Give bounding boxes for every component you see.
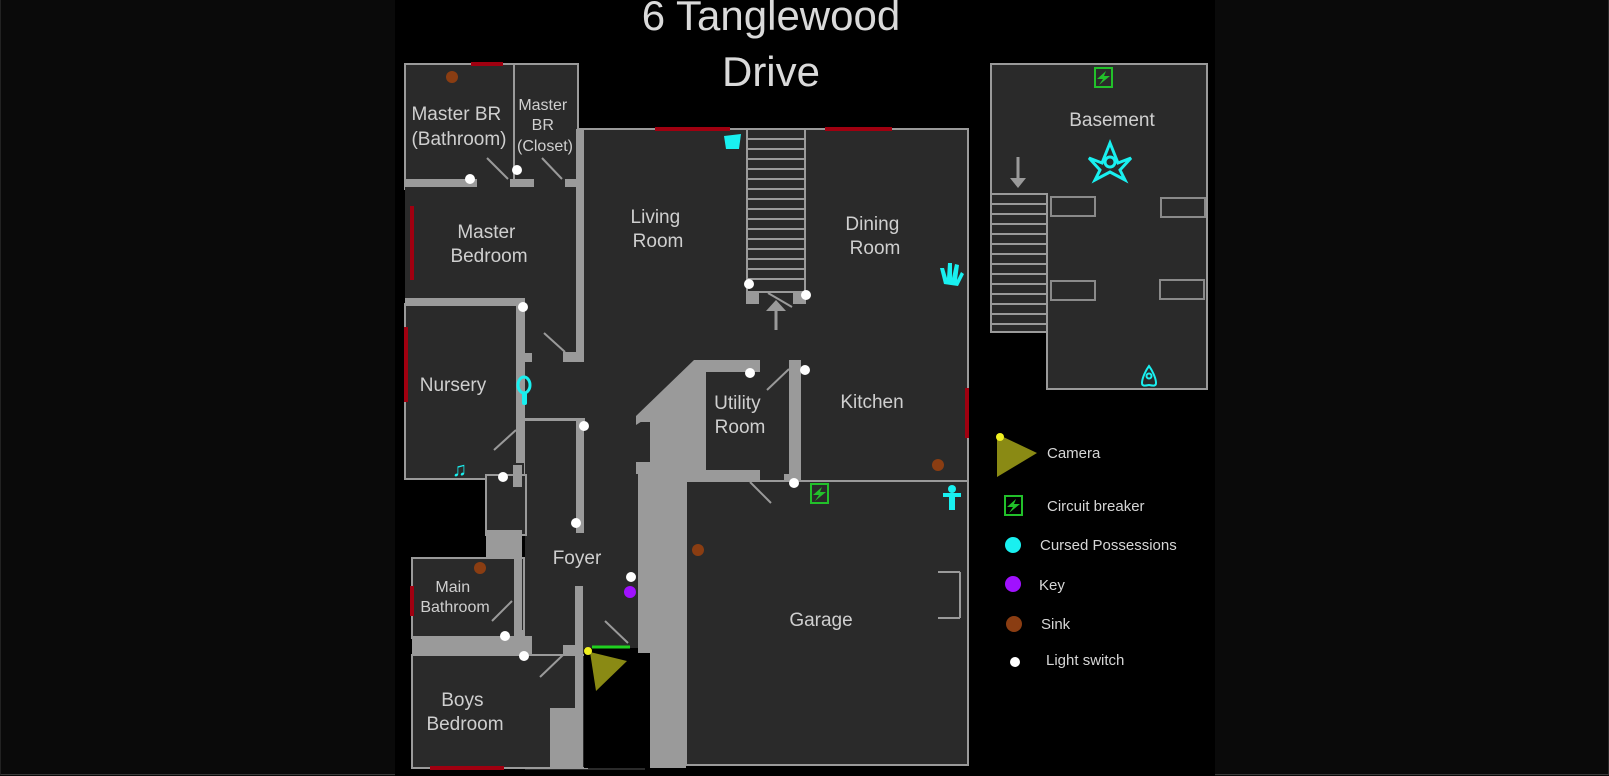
svg-text:Circuit breaker: Circuit breaker (1047, 498, 1145, 515)
room-garage (685, 480, 969, 766)
sink-icon (446, 71, 458, 83)
light-switch-icon[interactable] (800, 365, 810, 375)
stairs-down-arrow-icon (1010, 157, 1026, 188)
sink-icon (932, 459, 944, 471)
camera-icon[interactable] (584, 647, 627, 691)
light-switch-icon[interactable] (745, 368, 755, 378)
light-switch-legend-icon (1010, 657, 1020, 667)
svg-text:Key: Key (1039, 577, 1065, 594)
room-master-bathroom-closet (404, 63, 579, 190)
light-switch-icon[interactable] (801, 290, 811, 300)
tarot-cards-icon[interactable] (724, 134, 741, 149)
legend-item-camera: Camera (996, 433, 1101, 477)
light-switch-icon[interactable] (744, 279, 754, 289)
legend-item-light-switch: Light switch (1010, 652, 1124, 669)
legend: Camera Circuit breaker Cursed Possession… (996, 433, 1177, 669)
legend-item-sink: Sink (1006, 616, 1071, 633)
room-label-living-room: Living Room (631, 207, 686, 252)
room-label-garage: Garage (789, 610, 852, 631)
basement-staircase (990, 193, 1048, 333)
legend-item-circuit-breaker: Circuit breaker (1004, 495, 1145, 516)
sink-icon (474, 562, 486, 574)
voodoo-doll-icon[interactable] (943, 485, 961, 510)
camera-legend-icon (997, 434, 1037, 477)
stairs-up-arrow-icon (766, 300, 786, 330)
room-label-boys-bedroom: Boys Bedroom (426, 690, 503, 735)
key-legend-icon (1005, 576, 1021, 592)
room-label-nursery: Nursery (420, 375, 487, 396)
svg-text:Light switch: Light switch (1046, 652, 1124, 669)
room-label-dining-room: Dining Room (845, 214, 904, 259)
legend-item-key: Key (1005, 576, 1065, 594)
room-master-bedroom (405, 184, 585, 304)
light-switches (465, 165, 811, 661)
circuit-breaker-icon[interactable] (1094, 67, 1113, 88)
room-label-kitchen: Kitchen (840, 392, 903, 413)
svg-text:Camera: Camera (1047, 445, 1101, 462)
room-label-utility-room: Utility Room (714, 393, 766, 438)
cursed-possessions-legend-icon (1005, 537, 1021, 553)
staircase (746, 128, 806, 293)
svg-text:Sink: Sink (1041, 616, 1071, 633)
room-label-main-bathroom: Main Bathroom (420, 579, 489, 616)
windows (404, 62, 969, 770)
room-main-bathroom (411, 557, 525, 639)
room-label-master-bedroom: Master Bedroom (450, 222, 527, 267)
light-switch-icon[interactable] (498, 472, 508, 482)
light-switch-icon[interactable] (512, 165, 522, 175)
basement-floor: Basement (990, 63, 1208, 390)
haunted-mirror-icon[interactable] (516, 375, 532, 405)
circuit-breaker-icon[interactable] (810, 483, 829, 504)
room-label-foyer: Foyer (553, 548, 602, 569)
room-label-basement: Basement (1069, 110, 1155, 131)
light-switch-icon[interactable] (518, 302, 528, 312)
room-label-master-br-bathroom: Master BR (Bathroom) (411, 104, 506, 150)
circuit-breaker-legend-icon (1004, 495, 1023, 516)
light-switch-icon[interactable] (626, 572, 636, 582)
sink-icon (692, 544, 704, 556)
summoning-circle-icon[interactable] (1087, 138, 1133, 184)
map-title-line2: Drive (722, 48, 820, 95)
light-switch-icon[interactable] (789, 478, 799, 488)
svg-text:Cursed Possessions: Cursed Possessions (1040, 537, 1177, 554)
room-label-master-br-closet: Master BR (Closet) (517, 97, 573, 155)
key-icon[interactable] (624, 586, 636, 598)
light-switch-icon[interactable] (579, 421, 589, 431)
sinks (446, 71, 944, 574)
light-switch-icon[interactable] (500, 631, 510, 641)
cursed-possessions: ♫ (452, 134, 964, 510)
main-floor: Master BR (Bathroom) Master BR (Closet) … (404, 62, 969, 770)
music-box-icon[interactable]: ♫ (452, 459, 467, 481)
light-switch-icon[interactable] (519, 651, 529, 661)
sink-legend-icon (1006, 616, 1022, 632)
basement-tables (1050, 196, 1206, 301)
map-title-line1: 6 Tanglewood (642, 0, 900, 39)
ouija-board-icon[interactable] (1140, 364, 1158, 387)
monkey-paw-icon[interactable] (940, 263, 964, 286)
light-switch-icon[interactable] (571, 518, 581, 528)
door-swings (486, 157, 961, 678)
legend-item-cursed-possessions: Cursed Possessions (1005, 537, 1177, 554)
light-switch-icon[interactable] (465, 174, 475, 184)
